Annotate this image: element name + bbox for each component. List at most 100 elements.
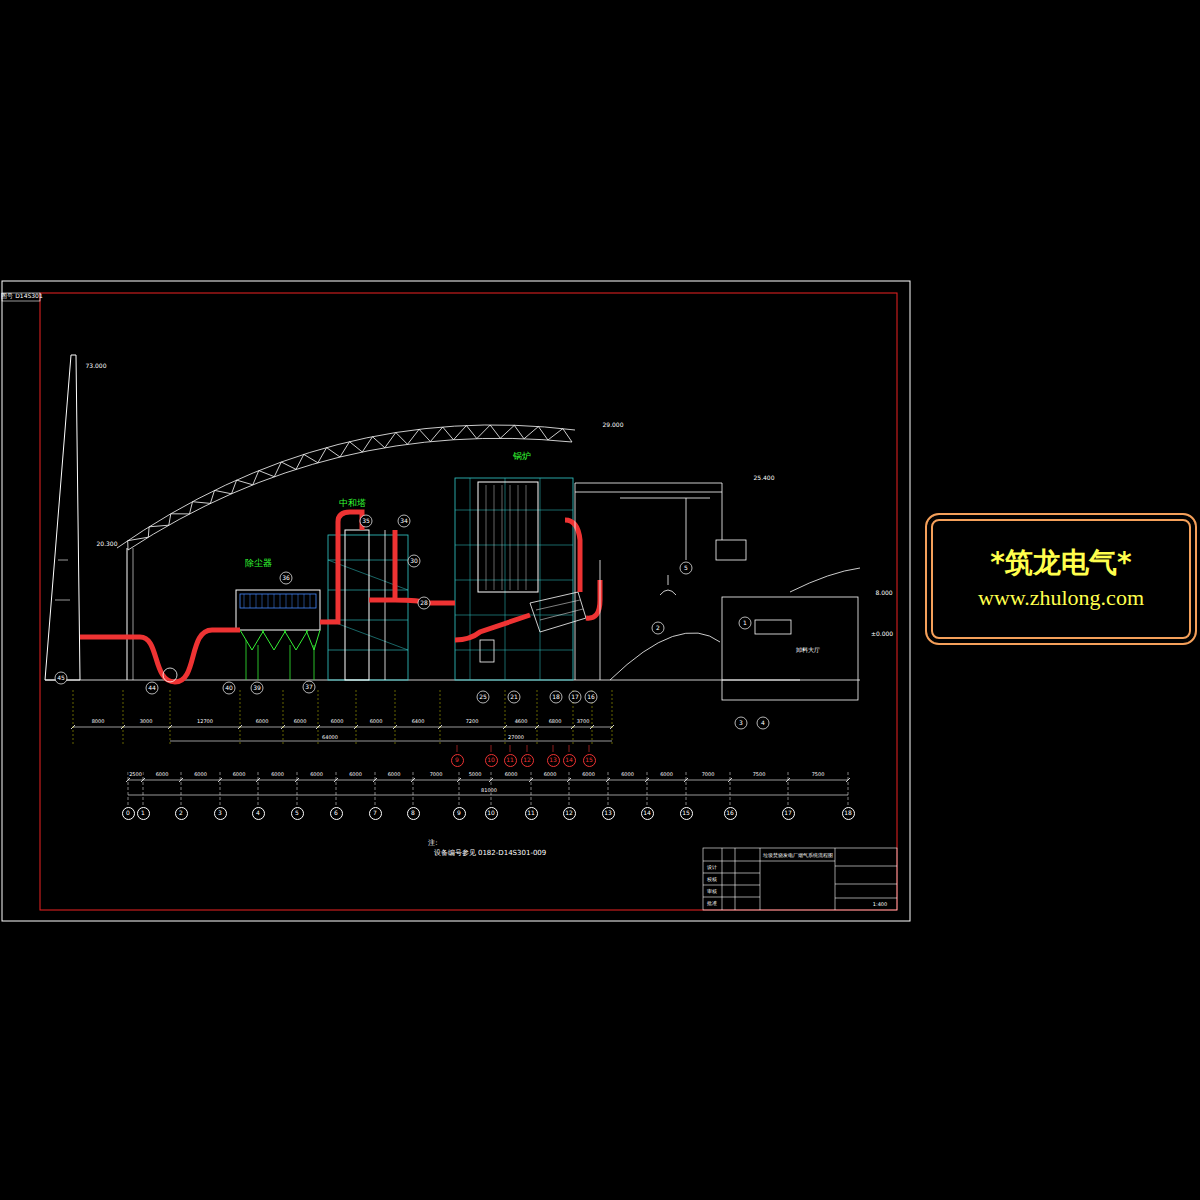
axis-number: 15: [682, 810, 690, 816]
axis-line: [128, 772, 129, 806]
extension-line: [440, 690, 441, 745]
red-axis-bubble: 12: [521, 754, 534, 767]
drawing-label: 1:400: [873, 902, 887, 907]
red-axis-bubble: 11: [504, 754, 517, 767]
axis-bubble: 13: [602, 807, 615, 820]
dimension-text: 6000: [387, 772, 402, 777]
leader-line: [527, 745, 528, 752]
column: [133, 548, 134, 680]
extension-line: [356, 690, 357, 745]
dimension-text: 7000: [701, 772, 716, 777]
callout-circle: [680, 562, 692, 574]
leader-line: [589, 745, 590, 752]
truss-web: [128, 425, 572, 550]
extension-line: [612, 690, 613, 745]
axis-line: [220, 772, 221, 806]
axis-line: [730, 772, 731, 806]
axis-line: [336, 772, 337, 806]
dimension-text: 6000: [543, 772, 558, 777]
chimney: [45, 355, 80, 680]
red-axis-bubble: 14: [563, 754, 576, 767]
axis-number: 7: [373, 810, 377, 816]
roof-truss: [117, 425, 575, 550]
dimension-text: 6400: [411, 719, 426, 724]
drawing-label: 校核: [707, 877, 717, 882]
extension-line: [395, 690, 396, 745]
callout-circle: [652, 622, 664, 634]
drawing-label: 审核: [707, 889, 717, 894]
drawing-label: 25.400: [754, 475, 775, 481]
dimension-tick: [645, 778, 649, 782]
drawing-label: 设备编号参见 0182-D14S301-009: [434, 850, 547, 857]
axis-bubble: 14: [641, 807, 654, 820]
red-axis-bubble: 15: [583, 754, 596, 767]
extension-line: [283, 690, 284, 745]
callout-number: 3: [739, 720, 743, 726]
axis-bubble: 15: [680, 807, 693, 820]
dimension-tick: [606, 778, 610, 782]
axis-bubble: 1: [137, 807, 150, 820]
dimension-tick: [567, 778, 571, 782]
dimension-text: 6000: [581, 772, 596, 777]
axis-number: 10: [487, 810, 495, 816]
axis-number: 16: [726, 810, 734, 816]
callout-circle: [251, 682, 263, 694]
axis-bubble: 16: [724, 807, 737, 820]
axis-line: [297, 772, 298, 806]
callout-circle: [585, 691, 597, 703]
dimension-text: 3000: [139, 719, 154, 724]
callout-number: 28: [420, 600, 428, 606]
callout-number: 1: [743, 620, 747, 626]
dimension-tick: [373, 778, 377, 782]
dimension-tick: [846, 778, 850, 782]
callout-number: 16: [587, 694, 595, 700]
callout-number: 4: [761, 720, 765, 726]
drawing-label: ±0.000: [871, 631, 893, 637]
axis-number: 12: [523, 757, 531, 763]
callout-circle: [735, 717, 747, 729]
column: [127, 548, 128, 680]
callout-number: 5: [684, 565, 688, 571]
callout-circle: [739, 617, 751, 629]
title-block: [703, 848, 897, 910]
red-axis-bubble: 9: [451, 754, 464, 767]
dimension-tick: [334, 778, 338, 782]
red-axis-bubble: 13: [547, 754, 560, 767]
dimension-text: 81000: [480, 788, 498, 793]
callout-number: 34: [400, 518, 408, 524]
drawing-label: 除尘器: [245, 559, 272, 568]
callout-number: 21: [510, 694, 518, 700]
dimension-text: 5000: [468, 772, 483, 777]
leader-line: [569, 745, 570, 752]
callout-number: 17: [571, 694, 579, 700]
axis-bubble: 7: [369, 807, 382, 820]
dimension-text: 8000: [91, 719, 106, 724]
callout-circle: [360, 515, 372, 527]
axis-number: 8: [411, 810, 415, 816]
axis-number: 18: [844, 810, 852, 816]
axis-number: 13: [604, 810, 612, 816]
axis-bubble: 5: [291, 807, 304, 820]
axis-number: 14: [565, 757, 573, 763]
dimension-tick: [489, 778, 493, 782]
callout-number: 35: [362, 518, 370, 524]
callout-circle: [508, 691, 520, 703]
drawing-label: 图号 D14S301: [1, 293, 42, 299]
dimension-tick: [295, 778, 299, 782]
callout-number: 40: [225, 685, 233, 691]
axis-bubble: 12: [563, 807, 576, 820]
axis-bubble: 10: [485, 807, 498, 820]
dimension-tick: [411, 778, 415, 782]
callout-number: 37: [305, 684, 313, 690]
extension-line: [73, 690, 74, 745]
dimension-tick: [218, 778, 222, 782]
extension-line: [537, 690, 538, 745]
callout-circle: [569, 691, 581, 703]
dimension-tick: [141, 778, 145, 782]
axis-number: 11: [506, 757, 514, 763]
extension-line: [123, 690, 124, 745]
dimension-text: 6000: [504, 772, 519, 777]
leader-line: [457, 745, 458, 752]
dimension-text: 4600: [514, 719, 529, 724]
